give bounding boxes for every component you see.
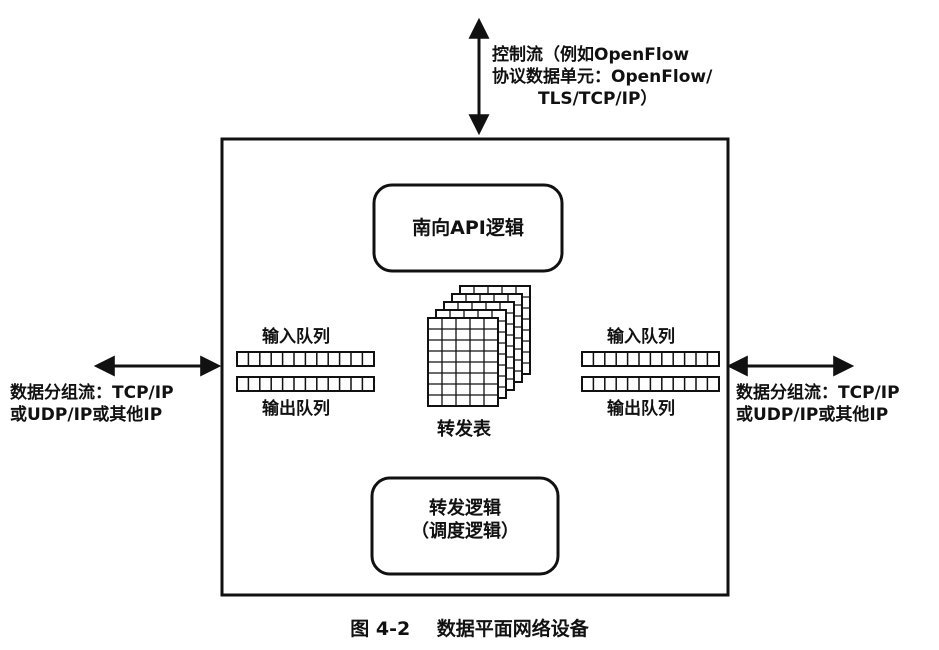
figure-caption: 图 4-2 数据平面网络设备 bbox=[0, 614, 939, 641]
right-input-queue-label: 输入队列 bbox=[607, 326, 675, 348]
forwarding-logic-line2: （调度逻辑） bbox=[372, 520, 558, 543]
control-flow-label: 控制流（例如OpenFlow 协议数据单元：OpenFlow/ TLS/TCP/… bbox=[492, 44, 712, 110]
control-flow-line3: TLS/TCP/IP） bbox=[492, 88, 712, 110]
left-packet-flow-line2: 或UDP/IP或其他IP bbox=[10, 404, 174, 426]
left-input-queue-label: 输入队列 bbox=[262, 326, 330, 348]
right-packet-flow-line1: 数据分组流：TCP/IP bbox=[736, 382, 900, 404]
right-output-queue bbox=[582, 377, 719, 391]
forwarding-table-stack bbox=[428, 286, 530, 406]
left-output-queue bbox=[237, 377, 374, 391]
right-packet-flow-line2: 或UDP/IP或其他IP bbox=[736, 404, 900, 426]
right-packet-flow-label: 数据分组流：TCP/IP 或UDP/IP或其他IP bbox=[736, 382, 900, 426]
left-packet-flow-label: 数据分组流：TCP/IP 或UDP/IP或其他IP bbox=[10, 382, 174, 426]
right-input-queue bbox=[582, 352, 719, 366]
southbound-api-label: 南向API逻辑 bbox=[374, 216, 562, 241]
forwarding-table-label: 转发表 bbox=[437, 418, 491, 441]
right-output-queue-label: 输出队列 bbox=[607, 398, 675, 420]
forwarding-logic-line1: 转发逻辑 bbox=[372, 497, 558, 520]
control-flow-line1: 控制流（例如OpenFlow bbox=[492, 44, 712, 66]
left-output-queue-label: 输出队列 bbox=[262, 398, 330, 420]
forwarding-logic-label: 转发逻辑 （调度逻辑） bbox=[372, 497, 558, 544]
control-flow-line2: 协议数据单元：OpenFlow/ bbox=[492, 66, 712, 88]
left-input-queue bbox=[237, 352, 374, 366]
left-packet-flow-line1: 数据分组流：TCP/IP bbox=[10, 382, 174, 404]
